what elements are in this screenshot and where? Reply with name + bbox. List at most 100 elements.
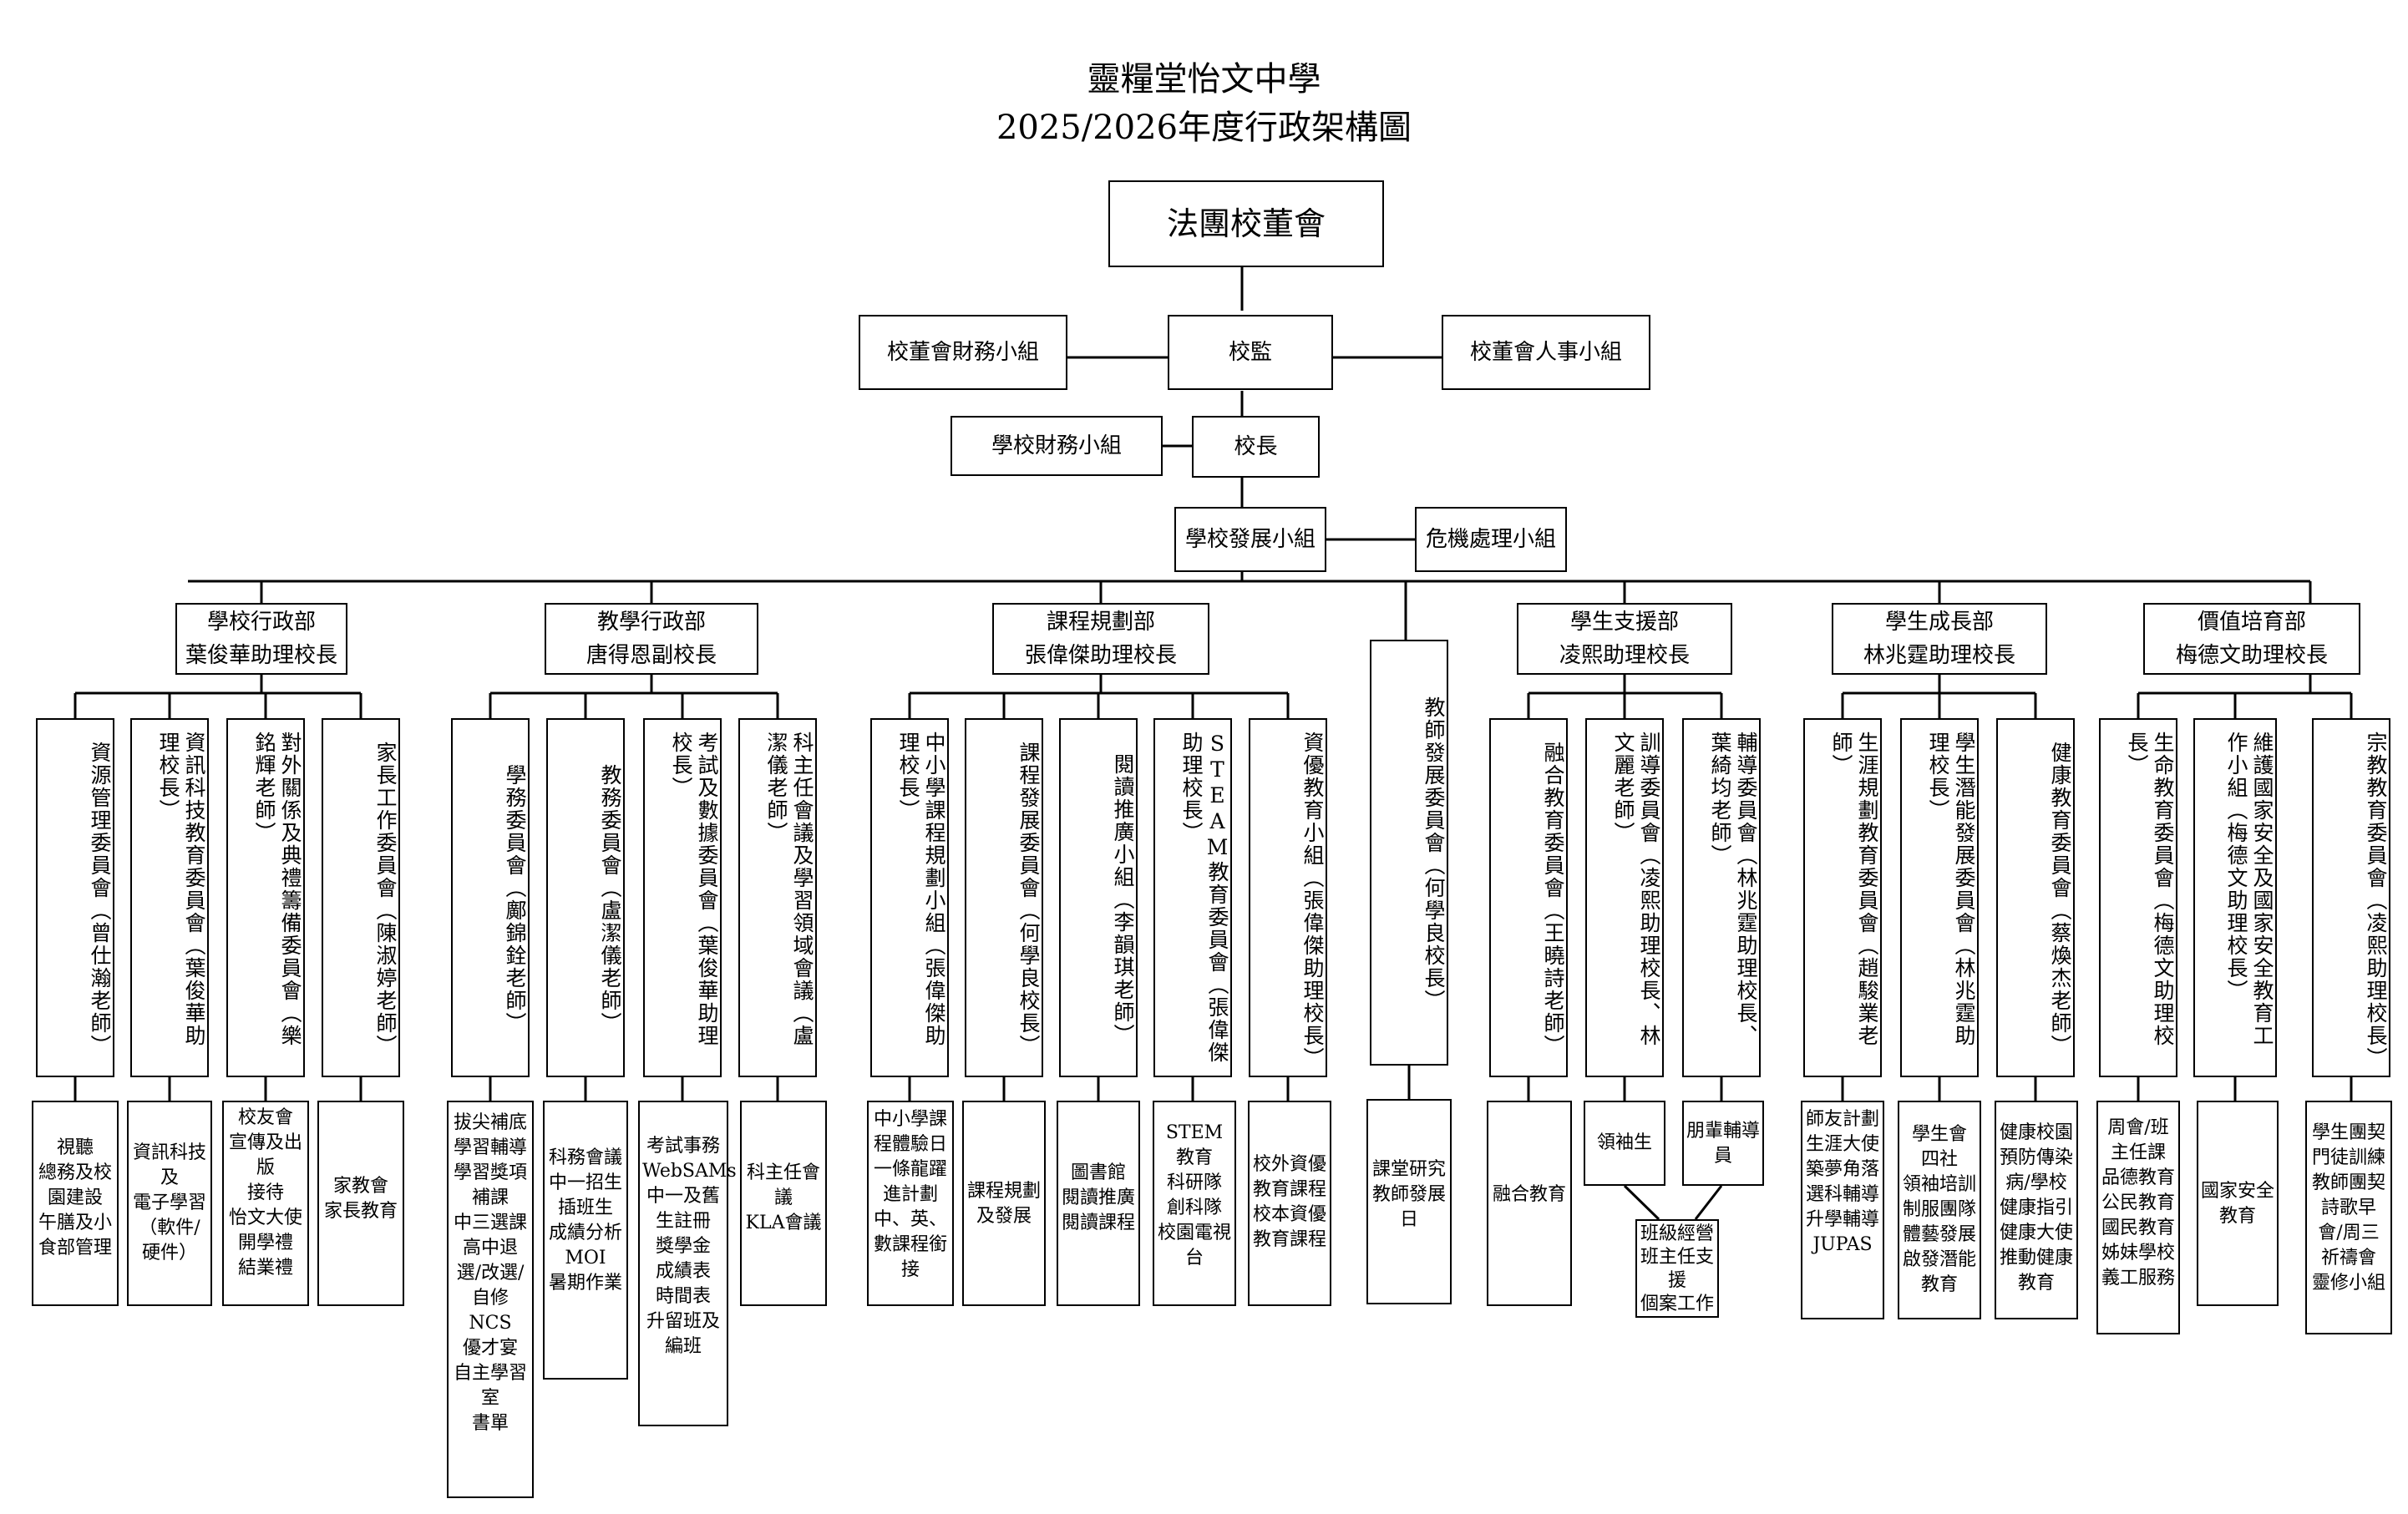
principal-box: 校長 bbox=[1192, 416, 1320, 478]
committee-label: 科主任會議及學習領域會議（盧潔儀老師） bbox=[764, 732, 814, 1047]
task-list: 家教會 家長教育 bbox=[323, 1176, 398, 1222]
committee-label: 健康教育委員會（蔡煥杰老師） bbox=[2048, 742, 2072, 1057]
task-list: 健康校園 預防傳染病/學校健康指引 健康大使 推動健康教育 bbox=[1999, 1122, 2073, 1294]
dept-teaching-admin: 教學行政部唐得恩副校長 bbox=[545, 603, 758, 675]
committee-label: 宗教教育委員會（凌熙助理校長） bbox=[2364, 732, 2388, 1067]
tasks-panel-heads: 科主任會議 KLA會議 bbox=[740, 1101, 827, 1306]
board-personnel-group-label: 校董會人事小組 bbox=[1469, 340, 1622, 365]
task-list: 校外資優教育課程 校本資優教育課程 bbox=[1252, 1154, 1326, 1250]
committee-gifted-education: 資優教育小組（張偉傑助理校長） bbox=[1249, 718, 1327, 1077]
committee-teacher-development: 教師發展委員會（何學良校長） bbox=[1370, 640, 1448, 1066]
committee-label: 生命教育委員會（梅德文助理校長） bbox=[2125, 732, 2175, 1047]
task-list: STEM教育 科研隊 創科隊 校園電視台 bbox=[1157, 1122, 1231, 1268]
committee-resource-management: 資源管理委員會（曾仕瀚老師） bbox=[36, 718, 114, 1077]
dept-student-support: 學生支援部凌熙助理校長 bbox=[1517, 603, 1732, 675]
task-list: 領袖生 bbox=[1596, 1132, 1652, 1153]
committee-label: 家長工作委員會（陳淑婷老師） bbox=[373, 742, 398, 1057]
committee-counselling: 輔導委員會（林兆霆助理校長、葉綺均老師） bbox=[1682, 718, 1761, 1077]
committee-label: 資源管理委員會（曾仕瀚老師） bbox=[88, 742, 112, 1057]
school-development-group-label: 學校發展小組 bbox=[1184, 527, 1316, 552]
school-development-group-box: 學校發展小組 bbox=[1174, 507, 1326, 572]
dept-name: 價值培育部 bbox=[2197, 610, 2306, 635]
committee-health-education: 健康教育委員會（蔡煥杰老師） bbox=[1996, 718, 2075, 1077]
committee-label: 維護國家安全及國家安全教育工作小組（梅德文助理校長） bbox=[2224, 732, 2274, 1047]
committee-label: 學務委員會（鄺錦銓老師） bbox=[503, 764, 527, 1035]
dept-name: 學校行政部 bbox=[206, 610, 316, 635]
board-finance-group-box: 校董會財務小組 bbox=[859, 315, 1067, 390]
task-list: 班級經營 班主任支援 個案工作 bbox=[1640, 1223, 1714, 1314]
committee-external-relations: 對外關係及典禮籌備委員會（樂銘輝老師） bbox=[226, 718, 305, 1077]
committee-panel-heads: 科主任會議及學習領域會議（盧潔儀老師） bbox=[738, 718, 817, 1077]
tasks-inclusive-education: 融合教育 bbox=[1487, 1101, 1572, 1306]
task-list: 國家安全教育 bbox=[2201, 1181, 2275, 1227]
dept-name: 學生成長部 bbox=[1884, 610, 1994, 635]
task-list: 學生團契 門徒訓練 教師團契 詩歌早會/周三祈禱會 靈修小組 bbox=[2311, 1122, 2385, 1294]
dept-head: 凌熙助理校長 bbox=[1559, 643, 1690, 668]
committee-label: 訓導委員會（凌熙助理校長、林文麗老師） bbox=[1611, 732, 1661, 1047]
tasks-student-potential: 學生會 四社 領袖培訓 制服團隊 體藝發展 啟發潛能教育 bbox=[1898, 1101, 1981, 1319]
tasks-life-education: 周會/班主任課 品德教育 公民教育 國民教育 姊妹學校 義工服務 bbox=[2096, 1101, 2180, 1334]
task-list: 視聽 總務及校園建設 午膳及小食部管理 bbox=[38, 1137, 112, 1258]
tasks-national-security: 國家安全教育 bbox=[2197, 1101, 2279, 1306]
dept-head: 張偉傑助理校長 bbox=[1024, 643, 1177, 668]
tasks-discipline: 領袖生 bbox=[1584, 1101, 1665, 1186]
principal-label: 校長 bbox=[1234, 434, 1278, 459]
dept-head: 林兆霆助理校長 bbox=[1863, 643, 2015, 668]
dept-school-admin: 學校行政部葉俊華助理校長 bbox=[175, 603, 347, 675]
tasks-teaching-affairs: 科務會議 中一招生 插班生 成績分析 MOI 暑期作業 bbox=[543, 1101, 628, 1380]
tasks-life-planning: 師友計劃 生涯大使 築夢角落 選科輔導 升學輔導 JUPAS bbox=[1801, 1101, 1884, 1319]
task-list: 課堂研究 教師發展日 bbox=[1371, 1159, 1446, 1230]
committee-primary-secondary-curriculum: 中小學課程規劃小組（張偉傑助理校長） bbox=[870, 718, 949, 1077]
tasks-primary-secondary-curriculum: 中小學課程體驗日 一條龍躍進計劃 中、英、數課程銜接 bbox=[867, 1101, 954, 1306]
supervisor-label: 校監 bbox=[1228, 340, 1272, 365]
committee-label: 教務委員會（盧潔儀老師） bbox=[598, 764, 622, 1035]
committee-label: 中小學課程規劃小組（張偉傑助理校長） bbox=[896, 732, 946, 1047]
committee-label: 資訊科技教育委員會（葉俊華助理校長） bbox=[156, 732, 206, 1047]
committee-label: 資優教育小組（張偉傑助理校長） bbox=[1300, 732, 1325, 1067]
dept-head: 唐得恩副校長 bbox=[586, 643, 717, 668]
school-finance-group-box: 學校財務小組 bbox=[951, 416, 1163, 476]
tasks-teacher-development: 課堂研究 教師發展日 bbox=[1366, 1099, 1452, 1304]
tasks-counselling: 朋輩輔導員 bbox=[1682, 1101, 1764, 1186]
tasks-shared-support: 班級經營 班主任支援 個案工作 bbox=[1635, 1219, 1719, 1318]
committee-label: 閱讀推廣小組（李韻琪老師） bbox=[1111, 752, 1135, 1046]
committee-student-potential: 學生潛能發展委員會（林兆霆助理校長） bbox=[1900, 718, 1979, 1077]
supervisor-box: 校監 bbox=[1168, 315, 1333, 390]
dept-head: 梅德文助理校長 bbox=[2175, 643, 2328, 668]
task-list: 考試事務 WebSAMs 中一及舊生註冊 獎學金 成績表 時間表 升留班及編班 bbox=[642, 1136, 737, 1357]
tasks-reading-promotion: 圖書館 閱讀推廣 閱讀課程 bbox=[1057, 1101, 1140, 1306]
committee-life-planning: 生涯規劃教育委員會（趙駿業老師） bbox=[1803, 718, 1882, 1077]
dept-name: 課程規劃部 bbox=[1046, 610, 1155, 635]
dept-name: 學生支援部 bbox=[1569, 610, 1679, 635]
tasks-exam-data: 考試事務 WebSAMs 中一及舊生註冊 獎學金 成績表 時間表 升留班及編班 bbox=[638, 1101, 737, 1426]
task-list: 課程規劃及發展 bbox=[966, 1181, 1041, 1227]
committee-label: 教師發展委員會（何學良校長） bbox=[1422, 696, 1446, 1012]
task-list: 周會/班主任課 品德教育 公民教育 國民教育 姊妹學校 義工服務 bbox=[2101, 1117, 2175, 1289]
task-list: 學生會 四社 領袖培訓 制服團隊 體藝發展 啟發潛能教育 bbox=[1902, 1124, 1976, 1295]
committee-steam-education: STEAM教育委員會（張偉傑助理校長） bbox=[1153, 718, 1232, 1077]
committee-national-security: 維護國家安全及國家安全教育工作小組（梅德文助理校長） bbox=[2193, 718, 2277, 1077]
committee-academic-affairs: 學務委員會（鄺錦銓老師） bbox=[451, 718, 530, 1077]
dept-curriculum-planning: 課程規劃部張偉傑助理校長 bbox=[992, 603, 1209, 675]
board-box: 法團校董會 bbox=[1108, 180, 1384, 267]
task-list: 拔尖補底 學習輔導 學習獎項 補課 中三選課 高中退選/改選/自修 NCS 優才… bbox=[453, 1112, 527, 1434]
committee-discipline: 訓導委員會（凌熙助理校長、林文麗老師） bbox=[1585, 718, 1664, 1077]
committee-exam-data: 考試及數據委員會（葉俊華助理校長） bbox=[643, 718, 722, 1077]
committee-life-education: 生命教育委員會（梅德文助理校長） bbox=[2099, 718, 2177, 1077]
committee-teaching-affairs: 教務委員會（盧潔儀老師） bbox=[546, 718, 625, 1077]
tasks-external-relations: 校友會 宣傳及出版 接待 怡文大使 開學禮 結業禮 bbox=[222, 1101, 309, 1306]
committee-label: 學生潛能發展委員會（林兆霆助理校長） bbox=[1926, 732, 1976, 1047]
committee-label: 輔導委員會（林兆霆助理校長、葉綺均老師） bbox=[1708, 732, 1758, 1047]
tasks-gifted-education: 校外資優教育課程 校本資優教育課程 bbox=[1248, 1101, 1331, 1306]
chart-title: 靈糧堂怡文中學 bbox=[1087, 60, 1321, 99]
tasks-religious-education: 學生團契 門徒訓練 教師團契 詩歌早會/周三祈禱會 靈修小組 bbox=[2305, 1101, 2392, 1334]
committee-it-education: 資訊科技教育委員會（葉俊華助理校長） bbox=[130, 718, 209, 1077]
task-list: 圖書館 閱讀推廣 閱讀課程 bbox=[1061, 1162, 1135, 1233]
committee-label: 考試及數據委員會（葉俊華助理校長） bbox=[669, 732, 719, 1047]
task-list: 朋輩輔導員 bbox=[1686, 1121, 1761, 1167]
tasks-academic-affairs: 拔尖補底 學習輔導 學習獎項 補課 中三選課 高中退選/改選/自修 NCS 優才… bbox=[447, 1101, 534, 1498]
task-list: 校友會 宣傳及出版 接待 怡文大使 開學禮 結業禮 bbox=[228, 1107, 302, 1279]
committee-curriculum-development: 課程發展委員會（何學良校長） bbox=[965, 718, 1043, 1077]
crisis-group-label: 危機處理小組 bbox=[1425, 527, 1556, 552]
